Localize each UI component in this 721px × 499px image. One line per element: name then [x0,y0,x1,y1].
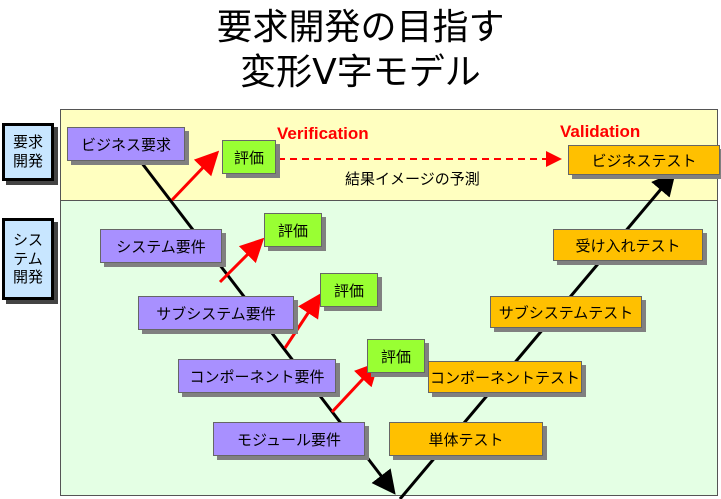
eval-arrow-1 [170,150,220,202]
req-module: モジュール要件 [213,422,365,456]
req-system: システム要件 [100,229,222,263]
test-business: ビジネステスト [568,145,720,175]
test-subsystem: サブシステムテスト [490,296,642,328]
test-unit: 単体テスト [389,422,543,456]
req-business: ビジネス要求 [67,127,185,161]
eval-arrow-3 [283,292,322,349]
test-acceptance: 受け入れテスト [553,229,703,261]
verification-label: Verification [277,124,369,143]
requirements-development-label: 要求 開発 [2,123,54,181]
system-development-label: シス テム 開発 [2,218,54,300]
eval-box-4: 評価 [367,339,425,373]
prediction-caption: 結果イメージの予測 [345,170,480,188]
eval-box-3: 評価 [320,273,378,307]
validation-label: Validation [560,122,641,141]
title-line-2: 変形V字モデル [240,52,481,93]
eval-box-2: 評価 [264,213,322,247]
req-subsystem: サブシステム要件 [138,296,294,330]
eval-arrow-4 [330,361,380,414]
eval-arrow-2 [218,237,265,284]
eval-box-1: 評価 [222,140,276,174]
req-component: コンポーネント要件 [178,359,336,393]
title-line-1: 要求開発の目指す [216,7,505,48]
test-component: コンポーネントテスト [428,361,582,393]
